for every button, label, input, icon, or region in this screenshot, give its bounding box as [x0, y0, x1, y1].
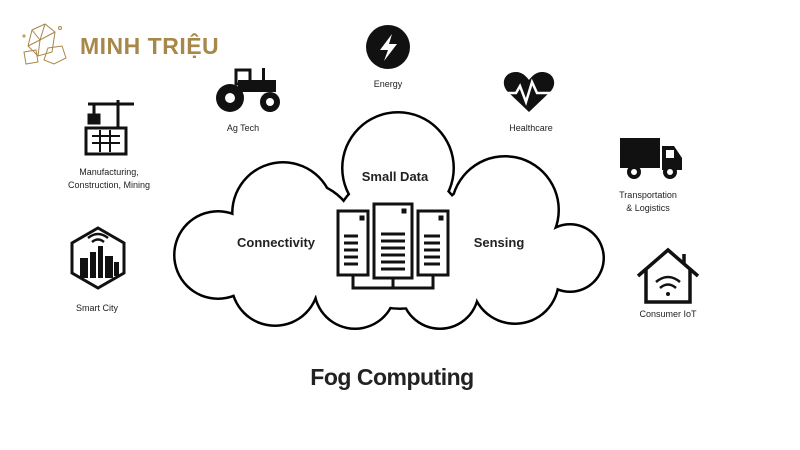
factory-crane-icon	[84, 100, 134, 156]
label-manufacturing-2: Construction, Mining	[67, 180, 151, 190]
heart-pulse-icon	[503, 72, 556, 112]
lightning-bolt-icon	[366, 25, 410, 69]
brand-name: MINH TRIỆU	[80, 33, 220, 59]
smart-city-icon	[70, 226, 126, 290]
diagram-title: Fog Computing	[310, 364, 474, 390]
cloud-label-connectivity: Connectivity	[236, 235, 316, 250]
label-smart-city: Smart City	[75, 303, 119, 313]
cloud-shape	[173, 111, 605, 330]
label-transport-1: Transportation	[619, 190, 677, 200]
label-healthcare: Healthcare	[509, 123, 553, 133]
smart-home-icon	[636, 247, 700, 304]
truck-icon	[620, 138, 682, 179]
label-energy: Energy	[373, 79, 403, 89]
cloud-label-sensing: Sensing	[473, 235, 525, 250]
cloud-label-small-data: Small Data	[361, 169, 429, 184]
label-consumer-iot: Consumer IoT	[639, 309, 697, 319]
label-agtech: Ag Tech	[226, 123, 260, 133]
server-rack-icon	[336, 202, 450, 290]
label-transport-2: & Logistics	[626, 203, 670, 213]
tractor-icon	[216, 68, 280, 112]
label-manufacturing-1: Manufacturing,	[79, 167, 139, 177]
logo-gem-icon	[22, 23, 67, 65]
